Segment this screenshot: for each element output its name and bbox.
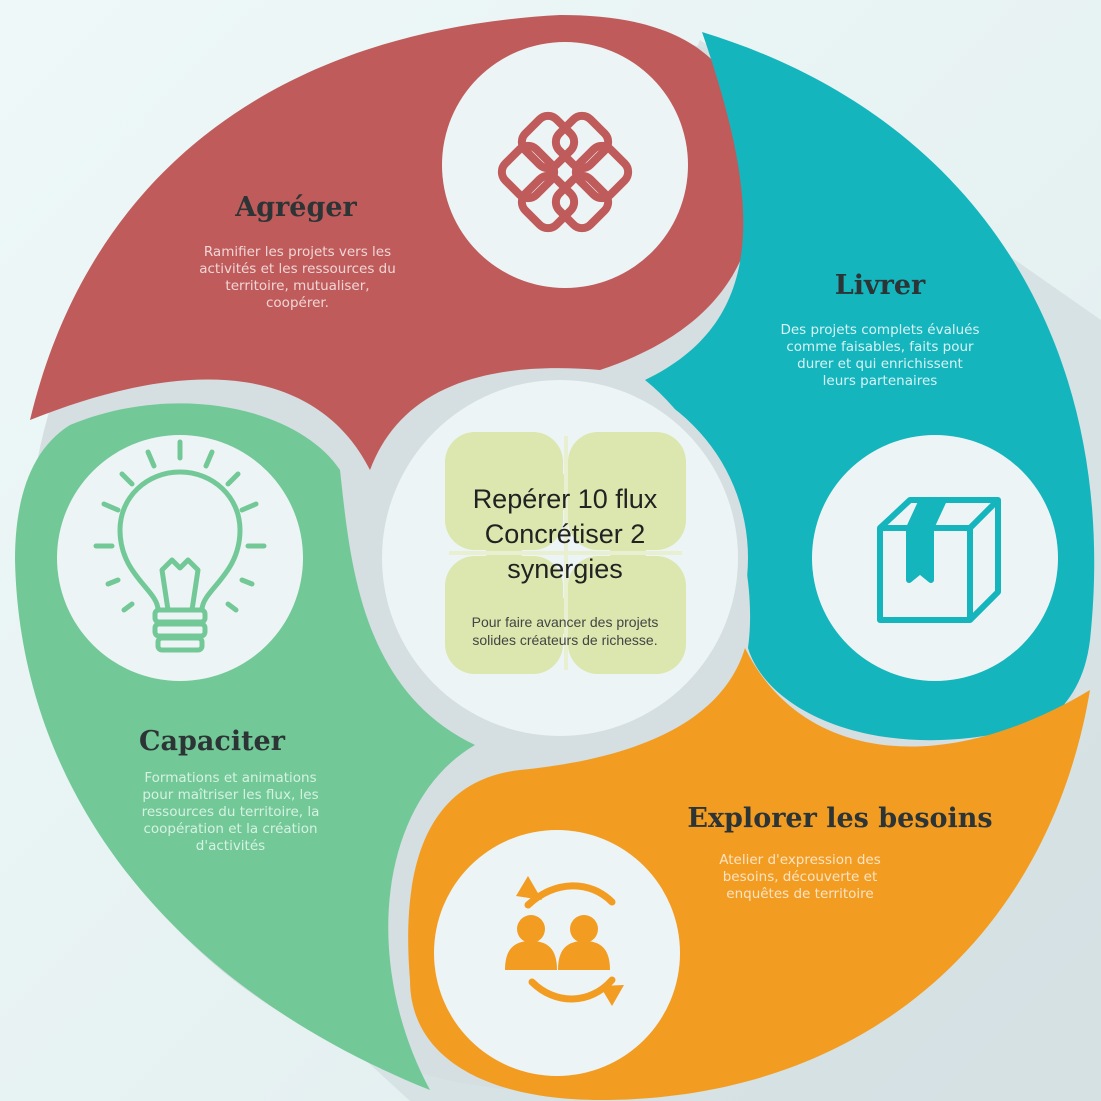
livrer-title: Livrer: [834, 270, 926, 301]
capaciter-desc-line: pour maîtriser les flux, les: [142, 787, 319, 803]
capaciter-title: Capaciter: [139, 726, 285, 757]
livrer-desc-line: durer et qui enrichissent: [797, 356, 963, 372]
explorer-description: Atelier d'expression des besoins, découv…: [700, 852, 900, 903]
capaciter-description: Formations et animations pour maîtriser …: [118, 770, 343, 855]
livrer-description: Des projets complets évalués comme faisa…: [760, 322, 1000, 390]
center-subtitle-line: solides créateurs de richesse.: [472, 632, 658, 648]
agreger-description: Ramifier les projets vers les activités …: [180, 244, 415, 312]
explorer-desc-line: besoins, découverte et: [722, 869, 878, 885]
icon-circle-livrer: [812, 435, 1058, 681]
agreger-title: Agréger: [235, 192, 357, 223]
agreger-desc-line: territoire, mutualiser,: [225, 278, 370, 294]
center-title-line: synergies: [507, 554, 623, 584]
center-subtitle-line: Pour faire avancer des projets: [471, 614, 659, 630]
chain-links-icon: [497, 111, 633, 233]
capaciter-desc-line: Formations et animations: [144, 770, 317, 786]
capaciter-desc-line: coopération et la création: [143, 821, 318, 837]
icon-circle-explorer: [434, 830, 680, 1076]
capaciter-desc-line: d'activités: [195, 838, 266, 854]
explorer-desc-line: enquêtes de territoire: [726, 886, 874, 902]
people-exchange-icon: [505, 876, 624, 1006]
icon-circle-capaciter: [57, 435, 303, 681]
explorer-title: Explorer les besoins: [687, 803, 993, 834]
light-bulb-icon: [93, 439, 267, 653]
agreger-desc-line: coopérer.: [266, 295, 329, 311]
explorer-desc-line: Atelier d'expression des: [719, 852, 881, 868]
livrer-desc-line: leurs partenaires: [822, 373, 938, 389]
livrer-desc-line: comme faisables, faits pour: [786, 339, 974, 355]
capaciter-desc-line: ressources du territoire, la: [141, 804, 320, 820]
package-box-icon: [877, 497, 1001, 623]
center-subtitle: Pour faire avancer des projets solides c…: [425, 613, 705, 649]
livrer-desc-line: Des projets complets évalués: [780, 322, 980, 338]
center-title-line: Repérer 10 flux: [472, 484, 658, 514]
icon-circle-agreger: [442, 42, 688, 288]
puzzle-icon: [445, 432, 686, 674]
center-title: Repérer 10 flux Concrétiser 2 synergies: [420, 482, 710, 587]
agreger-desc-line: Ramifier les projets vers les: [203, 244, 392, 260]
agreger-desc-line: activités et les ressources du: [199, 261, 396, 277]
center-title-line: Concrétiser 2: [484, 519, 646, 549]
